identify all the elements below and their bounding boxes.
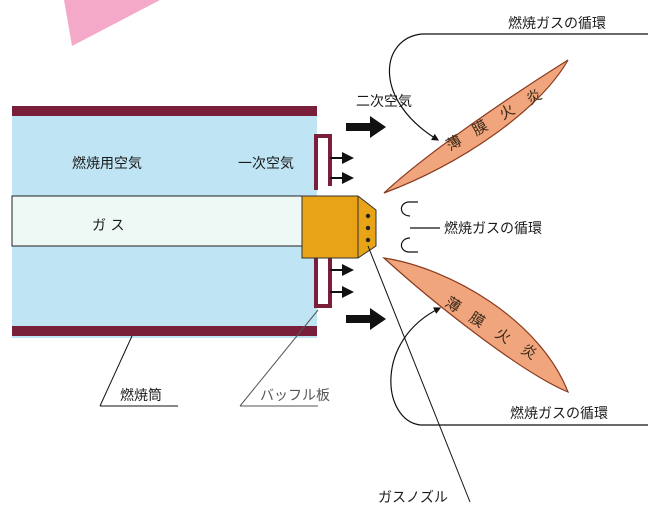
thin-film-flame-upper [383, 59, 569, 194]
pink-corner-decoration [64, 0, 160, 46]
combustion-air-label: 燃焼用空気 [72, 155, 142, 172]
thin-film-flame-lower [382, 257, 570, 394]
baffle-plate-label: バッフル板 [260, 388, 330, 404]
gas-nozzle-leader [367, 245, 471, 503]
recirculation-line-top [388, 33, 648, 141]
secondary-air-arrow-lower [346, 308, 386, 330]
baffle-plate-leader [239, 309, 319, 407]
recirculation-label-bottom: 燃焼ガスの循環 [510, 405, 608, 422]
primary-air-label: 一次空気 [238, 156, 294, 172]
gas-nozzle [301, 195, 377, 259]
nozzle-hole [365, 225, 371, 231]
combustion-tube-leader [99, 335, 178, 407]
recirculation-line-bottom [390, 307, 648, 426]
gas-pipe [11, 195, 313, 247]
tube-wall-bottom [12, 326, 317, 336]
baffle-plate-upper [314, 134, 332, 190]
recirculation-label-middle: 燃焼ガスの循環 [444, 220, 542, 237]
gas-nozzle-label: ガスノズル [378, 490, 448, 506]
gas-label: ガ ス [92, 218, 124, 234]
recirculation-label-top: 燃焼ガスの循環 [508, 15, 606, 32]
recirculation-hook-middle-upper [400, 201, 418, 217]
recirculation-hook-middle-lower [400, 237, 418, 253]
tube-wall-top [12, 106, 317, 116]
baffle-plate-lower [314, 250, 332, 308]
nozzle-hole [365, 213, 371, 219]
combustion-tube-label: 燃焼筒 [120, 387, 162, 404]
nozzle-hole [365, 237, 371, 243]
secondary-air-label: 二次空気 [356, 94, 412, 110]
secondary-air-arrow-upper [346, 116, 386, 138]
